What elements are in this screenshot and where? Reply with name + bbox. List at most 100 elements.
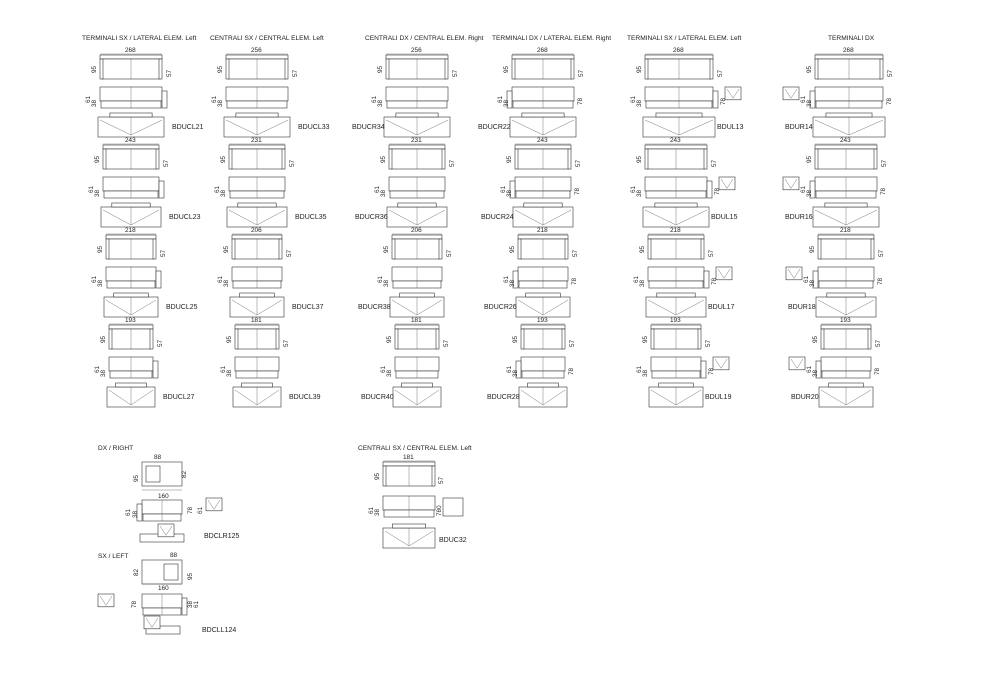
height-cushion-label: 38 bbox=[220, 189, 227, 197]
armchair-v bbox=[787, 268, 801, 279]
sofa-front-view bbox=[228, 144, 286, 170]
sofa-plan-view bbox=[518, 382, 568, 408]
height-back-label: 95 bbox=[386, 335, 393, 343]
backrest-top bbox=[225, 54, 289, 60]
plan-top bbox=[235, 112, 279, 118]
height-side-label: 57 bbox=[875, 339, 882, 347]
plan-top bbox=[239, 292, 275, 298]
height-cushion-label: 38 bbox=[91, 99, 98, 107]
height-side-label: 57 bbox=[452, 69, 459, 77]
side-left bbox=[820, 328, 825, 350]
side-right bbox=[158, 58, 163, 80]
plan-top bbox=[392, 523, 426, 529]
height-back-label: 95 bbox=[100, 335, 107, 343]
height-cushion-label: 38 bbox=[380, 189, 387, 197]
height-side-label: 57 bbox=[292, 69, 299, 77]
armchair-block bbox=[785, 266, 803, 281]
width-label: 193 bbox=[125, 317, 136, 324]
height-seat-label: 61 bbox=[497, 95, 504, 103]
side-left bbox=[517, 238, 522, 260]
height-seat-label: 61 bbox=[91, 275, 98, 283]
side-right bbox=[870, 238, 875, 260]
height-side-label: 57 bbox=[708, 249, 715, 257]
backrest-top bbox=[817, 234, 875, 240]
sofa-plan-view bbox=[100, 202, 162, 228]
sofa-front-view bbox=[394, 324, 440, 350]
sofa-front-view bbox=[234, 324, 280, 350]
height-back-label: 95 bbox=[639, 245, 646, 253]
side-left bbox=[225, 58, 230, 80]
sofa-front-view bbox=[514, 144, 572, 170]
arm-left bbox=[136, 503, 143, 522]
chaise-plan-base bbox=[145, 625, 181, 635]
sofa-seat-view bbox=[225, 86, 289, 109]
height-seat-label: 61 bbox=[217, 275, 224, 283]
backrest-top bbox=[644, 54, 714, 60]
armchair-block bbox=[724, 86, 742, 101]
side-right bbox=[697, 328, 702, 350]
module-code-label: BDUR18 bbox=[788, 304, 816, 311]
armchair-block bbox=[718, 176, 736, 191]
backrest-top bbox=[394, 324, 440, 330]
arm-right bbox=[703, 270, 710, 289]
sofa-front-view bbox=[382, 461, 436, 487]
plan-top bbox=[826, 292, 866, 298]
height-cushion-label: 38 bbox=[812, 369, 819, 377]
plan-top bbox=[111, 202, 151, 208]
plan-top bbox=[401, 382, 433, 388]
module-code-label: BDUR14 bbox=[785, 124, 813, 131]
height-back-label: 95 bbox=[506, 155, 513, 163]
module-code-label: BDUCR28 bbox=[487, 394, 520, 401]
module-code-label: BDUCL27 bbox=[163, 394, 195, 401]
height-back-label: 95 bbox=[91, 65, 98, 73]
side-left bbox=[644, 58, 649, 80]
side-left bbox=[385, 58, 390, 80]
title-central-left: CENTRALI SX / CENTRAL ELEM. Left bbox=[358, 445, 472, 452]
arm-right bbox=[712, 90, 719, 109]
module-code-label: BDUCR24 bbox=[481, 214, 514, 221]
width-label: 218 bbox=[670, 227, 681, 234]
width-label: 218 bbox=[840, 227, 851, 234]
sofa-plan-view bbox=[515, 292, 571, 318]
armchair-v bbox=[145, 617, 159, 628]
height-back-label: 95 bbox=[223, 245, 230, 253]
height-side-label: 57 bbox=[163, 159, 170, 167]
sofa-plan-view bbox=[106, 382, 156, 408]
plan-top bbox=[824, 202, 868, 208]
height-cushion-label: 38 bbox=[509, 279, 516, 287]
height-arm-label: 78 bbox=[720, 97, 727, 105]
height-cushion-label: 38 bbox=[386, 369, 393, 377]
arm-right bbox=[155, 270, 162, 289]
height-seat-label: 61 bbox=[220, 365, 227, 373]
sofa-seat-view bbox=[234, 356, 280, 379]
sofa-front-view bbox=[108, 324, 154, 350]
side-left bbox=[817, 238, 822, 260]
module-code-label: BDUCL35 bbox=[295, 214, 327, 221]
sofa-front-view bbox=[391, 234, 443, 260]
height-arm-label: 78 bbox=[886, 97, 893, 105]
height-seat-label: 61 bbox=[506, 365, 513, 373]
sofa-plan-view bbox=[103, 292, 159, 318]
height-side-label: 57 bbox=[878, 249, 885, 257]
height-back-label: 95 bbox=[812, 335, 819, 343]
sofa-plan-view bbox=[642, 112, 716, 138]
side-right bbox=[564, 238, 569, 260]
armchair-block bbox=[715, 266, 733, 281]
sofa-front-view bbox=[225, 54, 289, 80]
sofa-plan-view bbox=[382, 523, 436, 549]
height-back-label: 95 bbox=[636, 65, 643, 73]
side-left bbox=[644, 148, 649, 170]
module-code-label: BDUL17 bbox=[708, 304, 735, 311]
height-arm-label: 78 bbox=[877, 277, 884, 285]
side-left bbox=[814, 148, 819, 170]
arm-left bbox=[815, 360, 822, 379]
sofa-front-view bbox=[511, 54, 575, 80]
sofa-front-view bbox=[644, 54, 714, 80]
plan-top bbox=[115, 382, 147, 388]
height-seat-label: 61 bbox=[380, 365, 387, 373]
